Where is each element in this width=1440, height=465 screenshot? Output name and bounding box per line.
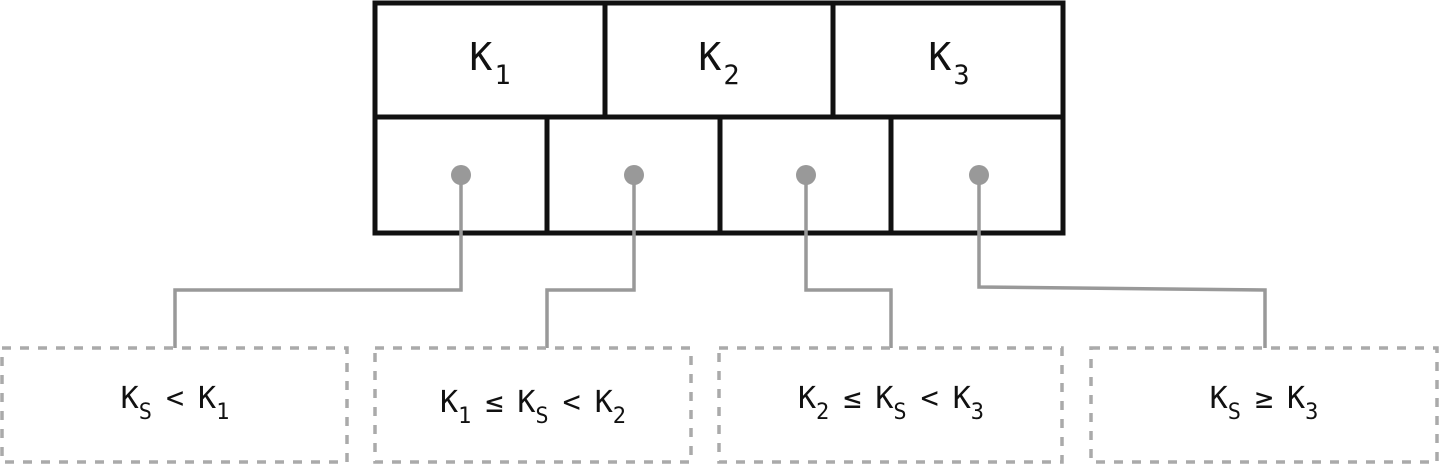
pointer-line-4 [977, 175, 1267, 348]
child-1-token-1-subscript: S [139, 400, 152, 425]
child-3-token-1-base: K [798, 381, 816, 416]
child-3-token-2-operator: ≤ [843, 381, 861, 416]
pointer-dot-2 [624, 165, 644, 185]
child-2-token-3-subscript: S [535, 404, 548, 429]
child-2-token-1-base: K [440, 385, 458, 420]
pointer-dot-1 [451, 165, 471, 185]
key-2: K2 [698, 35, 739, 91]
child-3-token-1-subscript: 2 [816, 400, 829, 425]
pointer-line-1 [173, 175, 463, 348]
child-3-token-3-base: K [875, 381, 893, 416]
child-3-token-3-subscript: S [893, 400, 906, 425]
child-range-2: K1≤KS<K2 [440, 385, 626, 429]
child-2-token-5-base: K [595, 385, 613, 420]
child-4-token-1-subscript: S [1228, 400, 1241, 425]
child-4-token-3-subscript: 3 [1305, 400, 1318, 425]
internal-node: K1 K2 K3 [372, 0, 1066, 236]
key-1-base: K [469, 35, 492, 79]
child-4-token-2-operator: ≥ [1255, 381, 1273, 416]
pointer-connectors [173, 175, 1267, 348]
key-1-subscript: 1 [494, 60, 510, 91]
pointer-line-3 [804, 175, 893, 348]
child-box-1 [0, 346, 349, 464]
pointer-dot-3 [796, 165, 816, 185]
child-range-1: KS<K1 [121, 381, 230, 425]
child-boxes [0, 346, 1439, 464]
child-2-token-1-subscript: 1 [458, 404, 471, 429]
pointer-line-2 [545, 175, 636, 348]
pointer-dot-4 [969, 165, 989, 185]
child-1-token-1-base: K [121, 381, 139, 416]
child-2-token-4-operator: < [563, 385, 581, 420]
pointer-dots [451, 165, 989, 185]
child-range-labels: KS<K1 K1≤KS<K2 K2≤KS<K3 KS≥K3 [121, 381, 1319, 429]
child-3-token-5-base: K [953, 381, 971, 416]
key-3-subscript: 3 [953, 60, 969, 91]
child-1-token-2-operator: < [166, 381, 184, 416]
child-range-3: K2≤KS<K3 [798, 381, 984, 425]
child-1-token-3-subscript: 1 [216, 400, 229, 425]
key-2-base: K [698, 35, 721, 79]
child-box-4 [1089, 346, 1439, 464]
key-1: K1 [469, 35, 510, 91]
child-2-token-2-operator: ≤ [485, 385, 503, 420]
child-range-4: KS≥K3 [1210, 381, 1319, 425]
child-box-3 [717, 346, 1064, 464]
child-3-token-5-subscript: 3 [971, 400, 984, 425]
child-4-token-3-base: K [1287, 381, 1305, 416]
key-3-base: K [928, 35, 951, 79]
child-1-token-3-base: K [198, 381, 216, 416]
child-2-token-3-base: K [517, 385, 535, 420]
child-2-token-5-subscript: 2 [613, 404, 626, 429]
child-4-token-1-base: K [1210, 381, 1228, 416]
child-3-token-4-operator: < [921, 381, 939, 416]
key-2-subscript: 2 [723, 60, 739, 91]
key-3: K3 [928, 35, 969, 91]
